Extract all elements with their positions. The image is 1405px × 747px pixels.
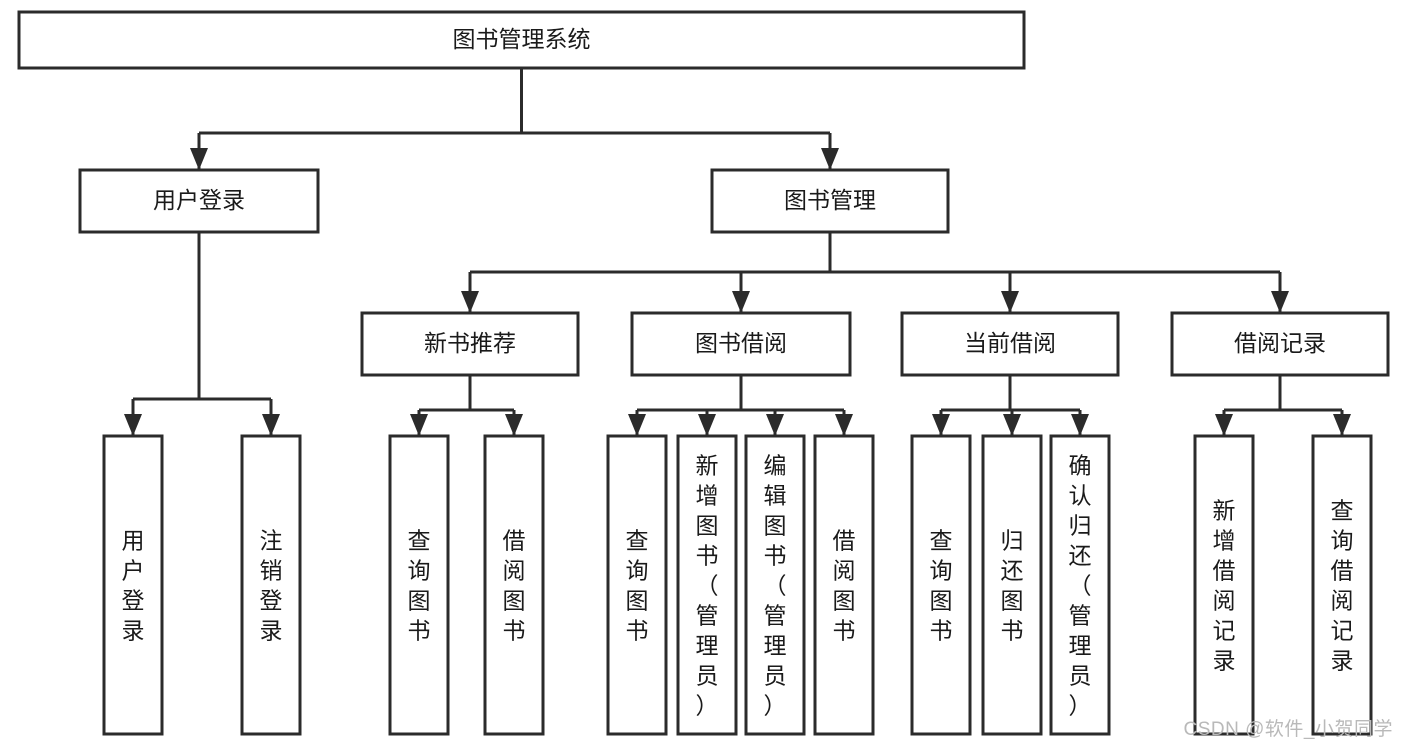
node-leaf-1[interactable]: 注销登录: [240, 434, 302, 736]
node-level3-3[interactable]: 借阅记录: [1170, 311, 1390, 377]
connector-group: [1215, 375, 1351, 436]
node-box: [1193, 434, 1255, 736]
node-box: [910, 434, 972, 736]
node-label: 查询图书: [408, 527, 431, 643]
node-box: [240, 434, 302, 736]
connector-group: [190, 68, 839, 170]
connector-group: [410, 375, 523, 436]
node-label: 借阅图书: [503, 527, 526, 643]
arrow-head-icon: [262, 414, 280, 436]
arrow-head-icon: [821, 148, 839, 170]
arrow-head-icon: [1333, 414, 1351, 436]
node-leaf-0[interactable]: 用户登录: [102, 434, 164, 736]
node-label: 新书推荐: [424, 330, 516, 356]
connector-group: [932, 375, 1089, 436]
nodes-layer: 图书管理系统用户登录图书管理新书推荐图书借阅当前借阅借阅记录用户登录注销登录查询…: [17, 10, 1390, 736]
node-box: [1311, 434, 1373, 736]
node-label: 借阅图书: [833, 527, 856, 643]
arrow-head-icon: [1001, 291, 1019, 313]
node-leaf-3[interactable]: 借阅图书: [483, 434, 545, 736]
node-box: [981, 434, 1043, 736]
node-box: [1049, 434, 1111, 736]
node-box: [900, 311, 1120, 377]
node-label: 查询借阅记录: [1331, 497, 1354, 673]
arrow-head-icon: [766, 414, 784, 436]
node-level2-1[interactable]: 图书管理: [710, 168, 950, 234]
node-leaf-2[interactable]: 查询图书: [388, 434, 450, 736]
node-box: [813, 434, 875, 736]
node-label: 当前借阅: [964, 330, 1056, 356]
arrow-head-icon: [124, 414, 142, 436]
node-label: 确认归还（管理员）: [1069, 452, 1092, 718]
node-leaf-10[interactable]: 确认归还（管理员）: [1049, 434, 1111, 736]
node-label: 查询图书: [930, 527, 953, 643]
node-level2-0[interactable]: 用户登录: [78, 168, 320, 234]
node-label: 注销登录: [260, 527, 283, 643]
node-leaf-12[interactable]: 查询借阅记录: [1311, 434, 1373, 736]
node-box: [388, 434, 450, 736]
connector-group: [628, 375, 853, 436]
node-leaf-8[interactable]: 查询图书: [910, 434, 972, 736]
node-label: 归还图书: [1001, 527, 1024, 643]
node-label: 用户登录: [122, 527, 145, 643]
node-box: [1170, 311, 1390, 377]
arrow-head-icon: [835, 414, 853, 436]
arrow-head-icon: [410, 414, 428, 436]
node-box: [483, 434, 545, 736]
node-box: [710, 168, 950, 234]
arrow-head-icon: [1003, 414, 1021, 436]
node-leaf-9[interactable]: 归还图书: [981, 434, 1043, 736]
node-label: 查询图书: [626, 527, 649, 643]
arrow-head-icon: [1215, 414, 1233, 436]
node-box: [78, 168, 320, 234]
node-box: [630, 311, 852, 377]
arrow-head-icon: [505, 414, 523, 436]
node-box: [102, 434, 164, 736]
node-label: 图书借阅: [695, 330, 787, 356]
node-leaf-4[interactable]: 查询图书: [606, 434, 668, 736]
arrow-head-icon: [1071, 414, 1089, 436]
node-level3-0[interactable]: 新书推荐: [360, 311, 580, 377]
node-label: 图书管理系统: [453, 26, 591, 52]
node-box: [17, 10, 1026, 70]
arrow-head-icon: [732, 291, 750, 313]
node-box: [360, 311, 580, 377]
node-box: [676, 434, 738, 736]
arrow-head-icon: [1271, 291, 1289, 313]
arrow-head-icon: [628, 414, 646, 436]
node-level3-2[interactable]: 当前借阅: [900, 311, 1120, 377]
arrow-head-icon: [698, 414, 716, 436]
node-leaf-11[interactable]: 新增借阅记录: [1193, 434, 1255, 736]
node-box: [606, 434, 668, 736]
edges-layer: [124, 68, 1351, 436]
node-root[interactable]: 图书管理系统: [17, 10, 1026, 70]
arrow-head-icon: [190, 148, 208, 170]
node-box: [744, 434, 806, 736]
node-label: 图书管理: [784, 187, 876, 213]
node-leaf-6[interactable]: 编辑图书（管理员）: [744, 434, 806, 736]
node-label: 用户登录: [153, 187, 245, 213]
node-label: 新增借阅记录: [1213, 497, 1236, 673]
node-leaf-7[interactable]: 借阅图书: [813, 434, 875, 736]
node-label: 编辑图书（管理员）: [764, 452, 787, 718]
arrow-head-icon: [932, 414, 950, 436]
node-leaf-5[interactable]: 新增图书（管理员）: [676, 434, 738, 736]
arrow-head-icon: [461, 291, 479, 313]
node-label: 新增图书（管理员）: [696, 452, 719, 718]
connector-group: [124, 232, 280, 436]
node-label: 借阅记录: [1234, 330, 1326, 356]
node-level3-1[interactable]: 图书借阅: [630, 311, 852, 377]
connector-group: [461, 232, 1289, 313]
